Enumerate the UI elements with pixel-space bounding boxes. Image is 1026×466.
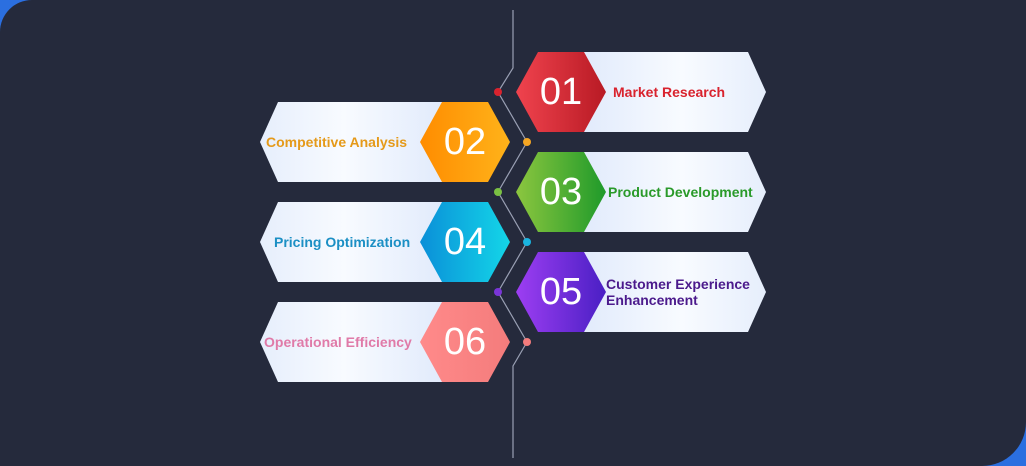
timeline-dot-03 <box>494 188 502 196</box>
step-number: 02 <box>443 120 487 163</box>
timeline-dot-05 <box>494 288 502 296</box>
step-number: 05 <box>539 270 583 313</box>
step-number: 01 <box>539 70 583 113</box>
step-label: Operational Efficiency <box>264 334 412 350</box>
step-card-04: 04 Pricing Optimization <box>260 202 510 282</box>
timeline-dot-01 <box>494 88 502 96</box>
timeline-dot-02 <box>523 138 531 146</box>
step-card-02: 02 Competitive Analysis <box>260 102 510 182</box>
step-card-01: 01 Market Research <box>516 52 766 132</box>
step-label: Market Research <box>613 84 726 100</box>
step-number: 06 <box>443 320 487 363</box>
step-card-06: 06 Operational Efficiency <box>260 302 510 382</box>
timeline-dot-06 <box>523 338 531 346</box>
step-label: Competitive Analysis <box>266 134 408 150</box>
step-label: Product Development <box>608 184 753 200</box>
step-card-03: 03 Product Development <box>516 152 766 232</box>
timeline-dot-04 <box>523 238 531 246</box>
step-label: Customer Experience Enhancement <box>606 252 750 332</box>
step-label-line2: Enhancement <box>606 292 698 308</box>
step-label: Pricing Optimization <box>274 234 411 250</box>
step-label-line1: Customer Experience <box>606 276 750 292</box>
step-card-05: 05 Customer Experience Enhancement <box>516 252 766 332</box>
step-number: 04 <box>443 220 487 263</box>
step-number: 03 <box>539 170 583 213</box>
